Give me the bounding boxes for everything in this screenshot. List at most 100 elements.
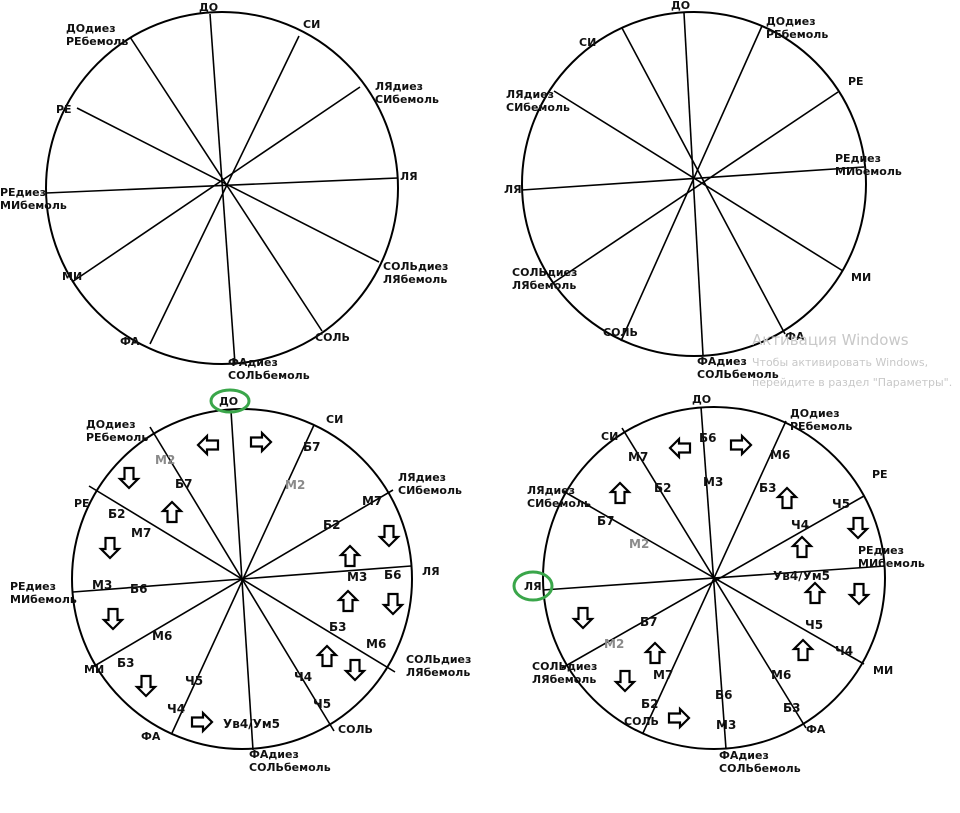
interval-label: Б2	[108, 507, 126, 521]
note-label: СОЛЬ	[624, 715, 659, 728]
interval-label: Ч5	[185, 674, 203, 688]
interval-label: Ч5	[805, 618, 823, 632]
interval-label: М3	[347, 570, 367, 584]
interval-label: М7	[131, 526, 151, 540]
note-label: ФА	[120, 335, 140, 348]
arrow-down-icon	[118, 466, 140, 490]
note-label: РЕ	[56, 103, 72, 116]
interval-label: М7	[628, 450, 648, 464]
arrow-up-icon	[337, 589, 359, 613]
interval-label: М2	[285, 478, 305, 492]
arrow-down-icon	[344, 658, 366, 682]
note-label: РЕ	[848, 75, 864, 88]
interval-label: М7	[362, 494, 382, 508]
interval-label: Б6	[384, 568, 402, 582]
interval-label: М6	[366, 637, 386, 651]
interval-label: М6	[771, 668, 791, 682]
interval-label: М3	[92, 578, 112, 592]
note-label: РЕ	[872, 468, 888, 481]
interval-label: Ув4/Ум5	[773, 569, 830, 583]
arrow-up-icon	[791, 535, 813, 559]
interval-labels: М2 Б2 М3 Б3 Ч4 Ув4/Ум5 Ч5 М6 Б6 М7 Б7 М2…	[92, 440, 402, 731]
note-label: СИ	[601, 430, 618, 443]
arrow-down-icon	[848, 582, 870, 606]
note-label: ФА	[141, 730, 161, 743]
interval-label: М6	[152, 629, 172, 643]
spokes	[542, 406, 886, 750]
interval-label: Б2	[641, 697, 659, 711]
arrow-up-icon	[161, 500, 183, 524]
highlight-ring	[512, 570, 554, 602]
arrow-right-icon	[667, 707, 691, 729]
interval-label: Ч4	[167, 702, 185, 716]
note-label: МИ	[873, 664, 893, 677]
note-label: РЕ	[74, 497, 90, 510]
watermark-title: Активация Windows	[752, 331, 909, 349]
interval-label: Б6	[130, 582, 148, 596]
arrow-down-icon	[102, 607, 124, 631]
arrow-up-icon	[339, 544, 361, 568]
interval-labels: Б6 М3 М6 Б3 Ч4 Ч5 Ув4/Ум5 Ч5 Ч4 М6 Б3 Б6…	[597, 431, 853, 732]
interval-label: М2	[155, 453, 175, 467]
arrow-right-icon	[190, 711, 214, 733]
note-label: СИ	[326, 413, 343, 426]
interval-label: М3	[716, 718, 736, 732]
interval-label: Ч5	[313, 697, 331, 711]
interval-label: Б3	[329, 620, 347, 634]
spokes	[45, 13, 399, 365]
arrow-up-icon	[609, 481, 631, 505]
interval-label: Ч4	[791, 518, 809, 532]
interval-label: Ч4	[835, 644, 853, 658]
interval-label: Б2	[323, 518, 341, 532]
interval-label: Б3	[759, 481, 777, 495]
note-label: СИ	[303, 18, 320, 31]
note-label: МИ	[62, 270, 82, 283]
arrow-down-icon	[378, 524, 400, 548]
circle-outline	[45, 11, 399, 365]
arrow-down-icon	[99, 536, 121, 560]
note-label: ЛЯ	[524, 580, 542, 593]
arrow-down-icon	[847, 516, 869, 540]
arrow-up-icon	[776, 486, 798, 510]
highlight-ring	[209, 388, 251, 414]
interval-label: Б6	[699, 431, 717, 445]
arrow-left-icon	[668, 437, 692, 459]
arrow-up-icon	[804, 581, 826, 605]
arrow-down-icon	[614, 669, 636, 693]
interval-label: Ч4	[294, 670, 312, 684]
note-label: ФА	[785, 330, 805, 343]
spokes	[521, 12, 865, 356]
arrow-up-icon	[644, 641, 666, 665]
arrow-right-icon	[729, 434, 753, 456]
interval-label: Б7	[175, 477, 193, 491]
interval-label: М6	[770, 448, 790, 462]
arrow-up-icon	[792, 638, 814, 662]
arrow-left-icon	[196, 434, 220, 456]
interval-label: М3	[703, 475, 723, 489]
note-label: СОЛЬ	[603, 326, 638, 339]
note-label: ДО	[671, 0, 690, 12]
interval-label: М2	[604, 637, 624, 651]
note-label: СИ	[579, 36, 596, 49]
watermark-line: Чтобы активировать Windows,	[752, 356, 928, 369]
interval-label: Б7	[640, 615, 658, 629]
